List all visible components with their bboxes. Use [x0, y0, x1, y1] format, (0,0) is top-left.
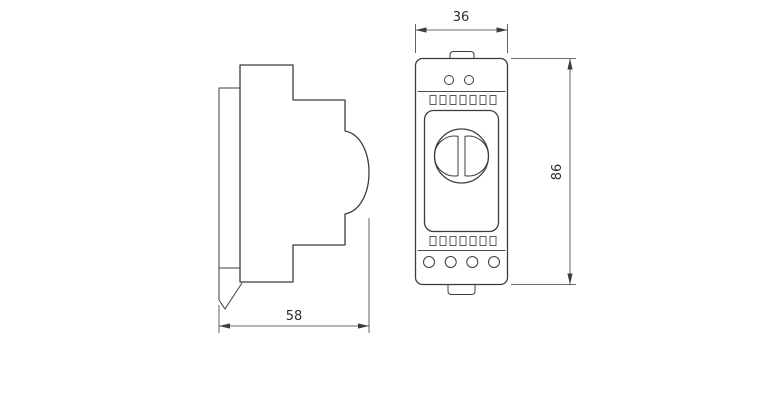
- arrowhead-right: [358, 323, 369, 329]
- vent-slots-bottom: [429, 236, 497, 246]
- terminal-screws: [423, 256, 500, 268]
- dial-outer-ring: [433, 128, 490, 184]
- side-body-outline: [239, 64, 370, 283]
- arrowhead-bottom: [567, 273, 573, 285]
- vent-slot: [439, 236, 447, 246]
- rotary-dial: [433, 128, 490, 184]
- vent-slot: [449, 236, 457, 246]
- vent-slot: [479, 236, 487, 246]
- dial-knob-left-half: [434, 135, 459, 177]
- bottom-tab: [447, 284, 476, 295]
- vent-slot: [489, 95, 497, 105]
- arrowhead-top: [567, 58, 573, 70]
- front-view: 36 86: [414, 10, 576, 295]
- dimension-height: 86: [511, 58, 576, 285]
- vent-slot: [459, 236, 467, 246]
- depth-dimension-label: 58: [286, 309, 303, 324]
- terminal-screw: [444, 256, 457, 268]
- vent-slot: [489, 236, 497, 246]
- mounting-hole-left: [444, 75, 454, 85]
- mounting-hole-right: [464, 75, 474, 85]
- vent-slot: [459, 95, 467, 105]
- dimension-width: 36: [415, 10, 508, 53]
- arrowhead-left: [415, 27, 427, 33]
- din-rail-clip: [218, 87, 243, 310]
- vent-slot: [479, 95, 487, 105]
- vent-slot: [469, 236, 477, 246]
- dimension-depth: 58: [218, 218, 370, 333]
- vent-slot: [449, 95, 457, 105]
- front-panel: [423, 109, 500, 233]
- arrowhead-right: [496, 27, 508, 33]
- terminal-screw: [466, 256, 479, 268]
- vent-slot: [429, 236, 437, 246]
- device-body-outline: [414, 57, 509, 286]
- height-dimension-label: 86: [550, 164, 565, 181]
- arrowhead-left: [219, 323, 230, 329]
- terminal-screw: [488, 256, 500, 268]
- side-view: 58: [218, 64, 370, 333]
- top-tab: [449, 51, 475, 59]
- vent-slot: [429, 95, 437, 105]
- terminal-screw: [423, 256, 435, 268]
- vent-slot: [469, 95, 477, 105]
- vent-slots-top: [429, 95, 497, 105]
- dial-knob-right-half: [464, 135, 489, 177]
- vent-slot: [439, 95, 447, 105]
- width-dimension-label: 36: [453, 10, 470, 25]
